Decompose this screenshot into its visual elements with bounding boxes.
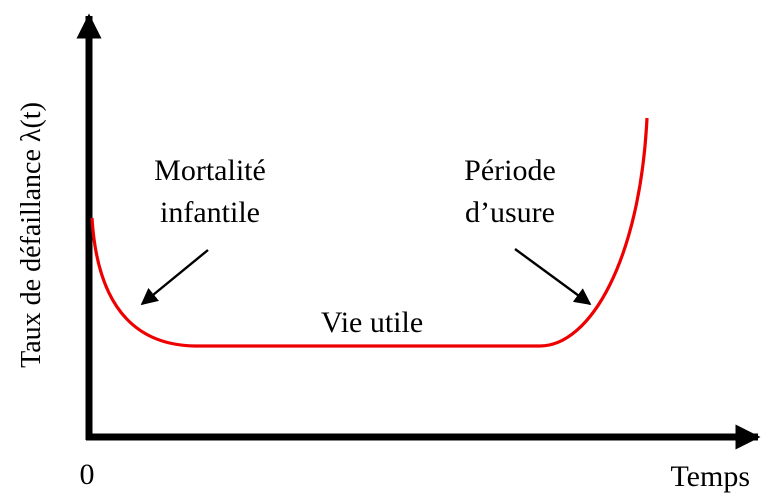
infant-mortality-label-line1: Mortalité bbox=[154, 154, 266, 187]
wear-out-label-line2: d’usure bbox=[465, 196, 555, 229]
infant-mortality-label-line2: infantile bbox=[160, 196, 260, 229]
failure-rate-curve bbox=[90, 117, 649, 348]
x-axis-label: Temps bbox=[670, 460, 750, 493]
wear-out-pointer bbox=[514, 248, 592, 305]
origin-label: 0 bbox=[80, 458, 95, 491]
useful-life-label: Vie utile bbox=[321, 306, 423, 339]
y-axis-label: Taux de défaillance λ(t) bbox=[16, 102, 47, 368]
wear-out-label-line1: Période bbox=[464, 154, 556, 187]
infant-mortality-pointer bbox=[140, 249, 209, 306]
